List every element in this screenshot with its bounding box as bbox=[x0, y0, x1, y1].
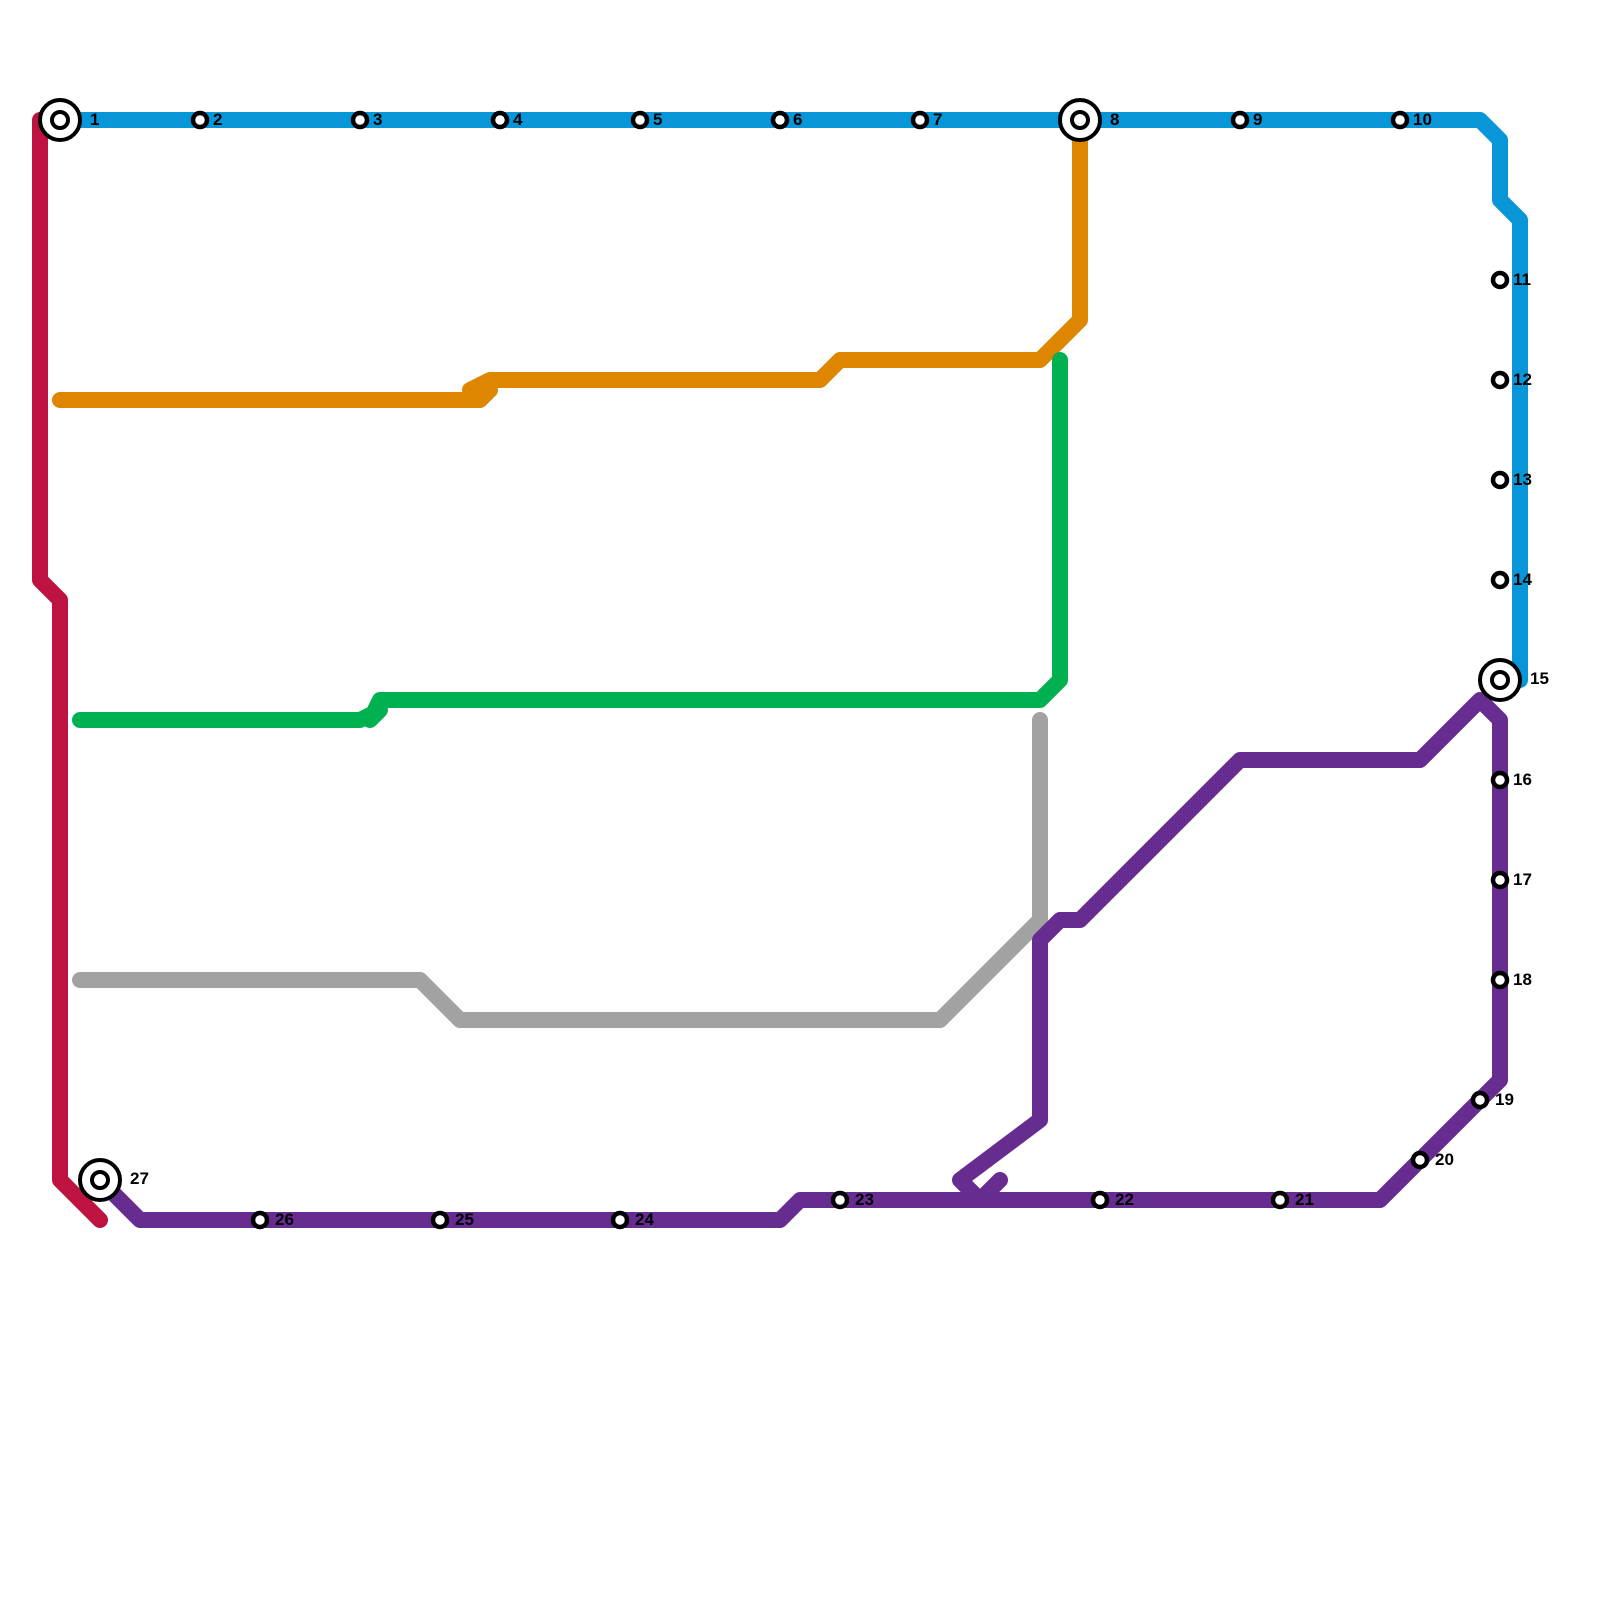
station-label: 13 bbox=[1513, 470, 1532, 489]
station-label: 27 bbox=[130, 1169, 149, 1188]
station-14[interactable]: 14 bbox=[1490, 570, 1532, 590]
station-8[interactable]: 8 bbox=[1058, 98, 1119, 142]
station-marker bbox=[630, 110, 650, 130]
station-22[interactable]: 22 bbox=[1090, 1190, 1134, 1210]
station-label: 5 bbox=[653, 110, 662, 129]
station-marker bbox=[1490, 470, 1510, 490]
station-label: 7 bbox=[933, 110, 942, 129]
station-marker bbox=[770, 110, 790, 130]
interchange-inner-ring bbox=[1490, 670, 1510, 690]
station-3[interactable]: 3 bbox=[350, 110, 382, 130]
station-label: 18 bbox=[1513, 970, 1532, 989]
station-label: 2 bbox=[213, 110, 222, 129]
station-12[interactable]: 12 bbox=[1490, 370, 1532, 390]
station-marker bbox=[190, 110, 210, 130]
station-marker bbox=[250, 1210, 270, 1230]
station-7[interactable]: 7 bbox=[910, 110, 942, 130]
station-label: 1 bbox=[90, 110, 99, 129]
interchange-inner-ring bbox=[90, 1170, 110, 1190]
station-9[interactable]: 9 bbox=[1230, 110, 1262, 130]
station-15[interactable]: 15 bbox=[1478, 658, 1549, 702]
station-marker bbox=[1490, 270, 1510, 290]
red-line bbox=[32, 112, 108, 1228]
station-label: 6 bbox=[793, 110, 802, 129]
gray-line bbox=[72, 712, 1048, 1028]
station-11[interactable]: 11 bbox=[1490, 270, 1531, 290]
station-label: 24 bbox=[635, 1210, 654, 1229]
station-marker bbox=[1490, 370, 1510, 390]
station-label: 16 bbox=[1513, 770, 1532, 789]
station-marker bbox=[1230, 110, 1250, 130]
station-label: 15 bbox=[1530, 669, 1549, 688]
station-marker bbox=[1410, 1150, 1430, 1170]
station-marker bbox=[1090, 1190, 1110, 1210]
station-label: 4 bbox=[513, 110, 523, 129]
station-13[interactable]: 13 bbox=[1490, 470, 1532, 490]
station-marker bbox=[1490, 770, 1510, 790]
station-label: 20 bbox=[1435, 1150, 1454, 1169]
station-marker bbox=[1490, 970, 1510, 990]
station-label: 19 bbox=[1495, 1090, 1514, 1109]
purple-line bbox=[92, 692, 1508, 1228]
station-label: 10 bbox=[1413, 110, 1432, 129]
station-marker bbox=[830, 1190, 850, 1210]
station-marker bbox=[1490, 870, 1510, 890]
station-label: 12 bbox=[1513, 370, 1532, 389]
station-label: 11 bbox=[1513, 270, 1531, 289]
station-marker bbox=[350, 110, 370, 130]
station-label: 17 bbox=[1513, 870, 1532, 889]
interchange-inner-ring bbox=[50, 110, 70, 130]
station-label: 25 bbox=[455, 1210, 474, 1229]
interchange-inner-ring bbox=[1070, 110, 1090, 130]
orange-line bbox=[52, 122, 1088, 408]
station-25[interactable]: 25 bbox=[430, 1210, 474, 1230]
station-5[interactable]: 5 bbox=[630, 110, 662, 130]
station-label: 22 bbox=[1115, 1190, 1134, 1209]
station-label: 14 bbox=[1513, 570, 1532, 589]
station-marker bbox=[1470, 1090, 1490, 1110]
station-label: 9 bbox=[1253, 110, 1262, 129]
station-label: 3 bbox=[373, 110, 382, 129]
station-21[interactable]: 21 bbox=[1270, 1190, 1314, 1210]
station-label: 23 bbox=[855, 1190, 874, 1209]
station-4[interactable]: 4 bbox=[490, 110, 523, 130]
station-marker bbox=[1270, 1190, 1290, 1210]
station-marker bbox=[1390, 110, 1410, 130]
station-marker bbox=[610, 1210, 630, 1230]
station-2[interactable]: 2 bbox=[190, 110, 222, 130]
station-label: 21 bbox=[1295, 1190, 1314, 1209]
stations: 1 2 3 4 5 6 7 8 bbox=[38, 98, 1549, 1230]
station-19[interactable]: 19 bbox=[1470, 1090, 1514, 1110]
station-17[interactable]: 17 bbox=[1490, 870, 1532, 890]
station-6[interactable]: 6 bbox=[770, 110, 802, 130]
station-1[interactable]: 1 bbox=[38, 98, 99, 142]
station-26[interactable]: 26 bbox=[250, 1210, 294, 1230]
station-label: 26 bbox=[275, 1210, 294, 1229]
station-marker bbox=[1490, 570, 1510, 590]
station-16[interactable]: 16 bbox=[1490, 770, 1532, 790]
station-27[interactable]: 27 bbox=[78, 1158, 149, 1202]
station-20[interactable]: 20 bbox=[1410, 1150, 1454, 1170]
station-label: 8 bbox=[1110, 110, 1119, 129]
station-18[interactable]: 18 bbox=[1490, 970, 1532, 990]
route-lines bbox=[32, 112, 1528, 1228]
station-10[interactable]: 10 bbox=[1390, 110, 1432, 130]
station-marker bbox=[430, 1210, 450, 1230]
station-marker bbox=[910, 110, 930, 130]
station-marker bbox=[490, 110, 510, 130]
station-24[interactable]: 24 bbox=[610, 1210, 654, 1230]
green-line bbox=[72, 352, 1068, 728]
station-23[interactable]: 23 bbox=[830, 1190, 874, 1210]
